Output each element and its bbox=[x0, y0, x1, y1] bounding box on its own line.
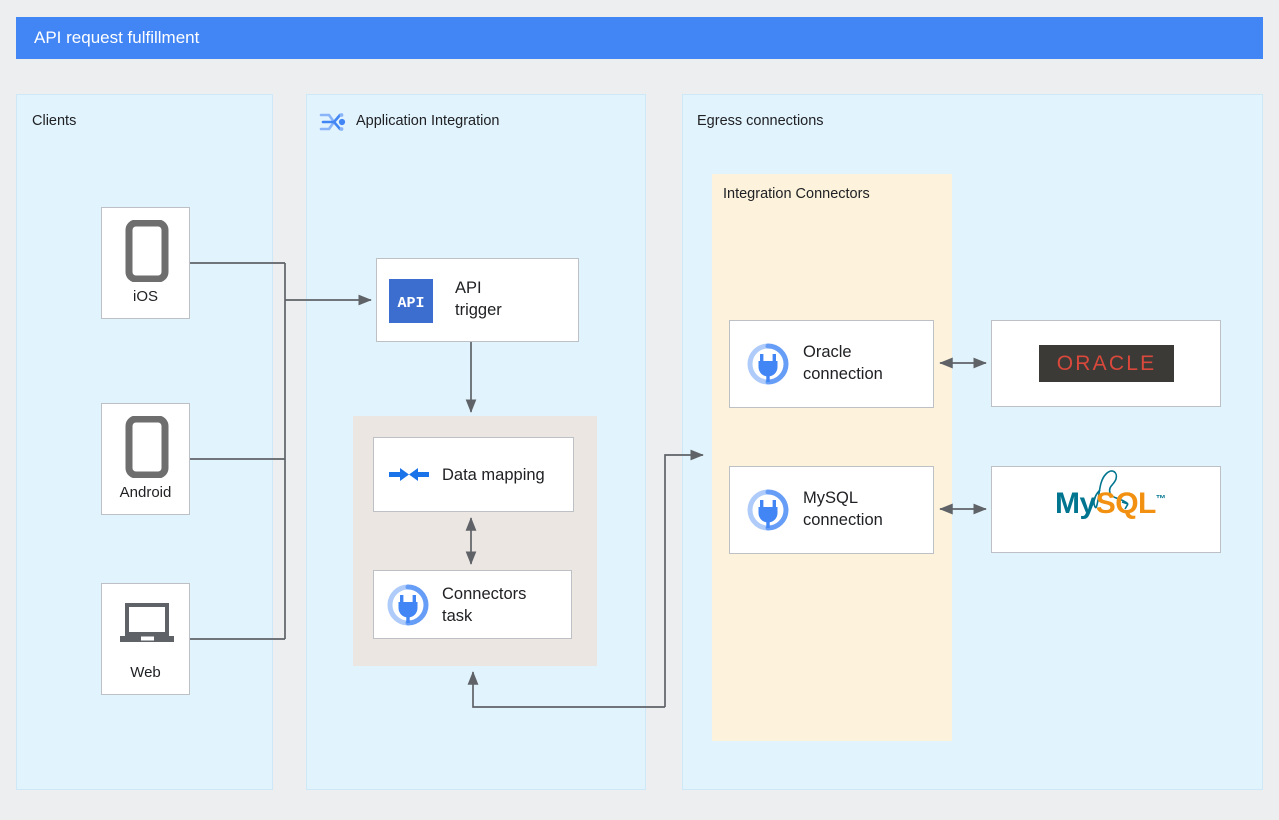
phone-icon bbox=[125, 220, 169, 282]
client-card-web[interactable]: Web bbox=[101, 583, 190, 695]
client-card-ios[interactable]: iOS bbox=[101, 207, 190, 319]
client-card-android[interactable]: Android bbox=[101, 403, 190, 515]
page-title: API request fulfillment bbox=[34, 28, 200, 47]
api-trigger-icon: API bbox=[389, 279, 433, 323]
connector-plug-icon bbox=[387, 584, 429, 626]
integration-connectors-title: Integration Connectors bbox=[723, 186, 870, 202]
integration-connectors-group bbox=[712, 174, 952, 741]
phone-icon bbox=[125, 416, 169, 478]
connector-plug-icon bbox=[747, 489, 789, 531]
node-connectors-task[interactable]: Connectors task bbox=[373, 570, 572, 639]
panel-egress-connections-title: Egress connections bbox=[697, 113, 824, 129]
node-label-api-trigger: API trigger bbox=[455, 279, 502, 319]
client-label-android: Android bbox=[119, 484, 172, 501]
client-label-web: Web bbox=[130, 664, 161, 681]
client-label-ios: iOS bbox=[132, 288, 158, 305]
connection-card-oracle[interactable]: Oracle connection bbox=[729, 320, 934, 408]
node-label-data-mapping: Data mapping bbox=[442, 466, 545, 484]
connector-plug-icon bbox=[747, 343, 789, 385]
mysql-dolphin-icon bbox=[1093, 470, 1129, 510]
oracle-logo-text: ORACLE bbox=[1056, 351, 1157, 375]
backend-card-mysql bbox=[991, 466, 1221, 553]
mysql-logo-trademark: ™ bbox=[1155, 494, 1166, 505]
oracle-logo: ORACLE bbox=[1039, 345, 1174, 382]
data-mapping-icon bbox=[389, 468, 429, 481]
mysql-logo: MySQL™ bbox=[1055, 487, 1167, 527]
connection-card-mysql[interactable]: MySQL connection bbox=[729, 466, 934, 554]
node-label-connectors-task: Connectors task bbox=[442, 585, 527, 625]
node-api-trigger[interactable]: API API trigger bbox=[376, 258, 579, 342]
panel-clients-title: Clients bbox=[32, 113, 77, 129]
mysql-logo-text-sql: SQL bbox=[1095, 487, 1157, 520]
header-bar: API request fulfillment bbox=[16, 17, 1263, 59]
panel-application-integration-title: Application Integration bbox=[356, 113, 500, 129]
connection-label-oracle: Oracle connection bbox=[803, 343, 883, 383]
svg-text:API: API bbox=[397, 295, 424, 312]
application-integration-icon bbox=[319, 113, 346, 131]
mysql-logo-text-my: My bbox=[1055, 487, 1096, 520]
connection-label-mysql: MySQL connection bbox=[803, 489, 883, 529]
node-data-mapping[interactable]: Data mapping bbox=[373, 437, 574, 512]
laptop-icon bbox=[120, 603, 174, 642]
